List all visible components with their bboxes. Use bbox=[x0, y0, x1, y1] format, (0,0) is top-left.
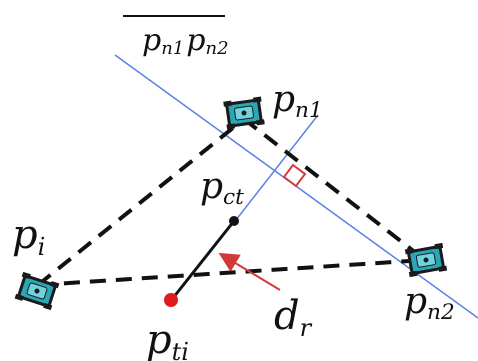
label-p-ct: pct bbox=[200, 166, 244, 210]
robot-icon bbox=[221, 94, 267, 132]
edge-pi-pn1 bbox=[36, 117, 246, 287]
svg-text:pn1pn2: pn1pn2 bbox=[142, 23, 229, 59]
center-point-ct bbox=[229, 216, 239, 226]
label-overline-pn1-pn2: pn1pn2 bbox=[123, 15, 229, 59]
segment-ct-ti bbox=[171, 220, 236, 299]
edge-pn1-pn2 bbox=[242, 117, 427, 262]
perpendicular-bisector-line bbox=[231, 114, 319, 226]
label-d-r: dr bbox=[274, 293, 313, 342]
right-angle-marker bbox=[282, 163, 307, 188]
robot-icon bbox=[13, 270, 61, 312]
label-p-i: pi bbox=[12, 212, 45, 261]
edge-pi-pn2 bbox=[37, 258, 426, 287]
label-p-n2: pn2 bbox=[404, 281, 455, 325]
label-p-n1: pn1 bbox=[272, 79, 323, 123]
target-point-ti bbox=[164, 293, 178, 307]
dr-arrow bbox=[218, 252, 281, 291]
label-p-ti: pti bbox=[146, 317, 189, 361]
